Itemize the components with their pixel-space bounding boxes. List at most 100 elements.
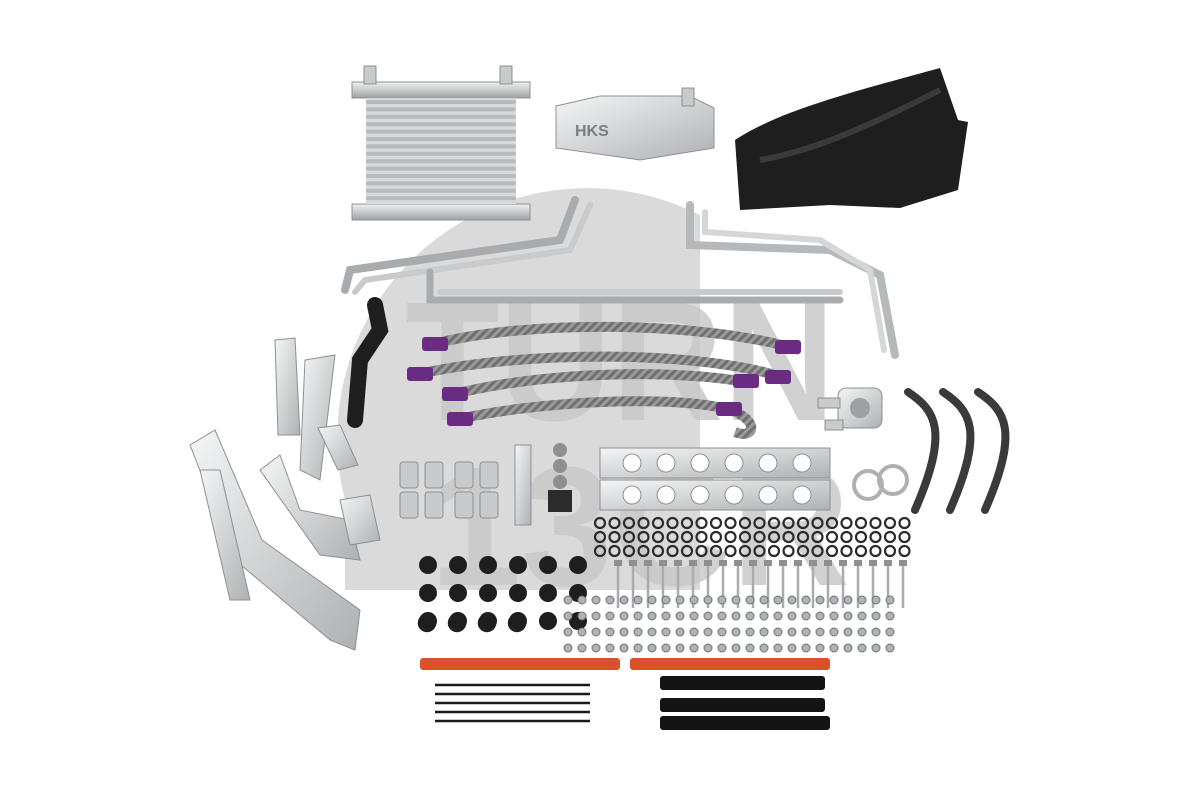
bolt-head (854, 560, 862, 566)
nut (563, 611, 573, 621)
washer (883, 544, 897, 558)
grommet (569, 556, 587, 574)
washer (796, 544, 810, 558)
washer (709, 544, 723, 558)
washer (811, 544, 824, 558)
orange-sleeves (420, 658, 830, 670)
bolt-head (719, 560, 727, 566)
nut (647, 627, 657, 637)
nut (661, 627, 671, 637)
plate-hole (690, 453, 710, 473)
nut (661, 611, 671, 621)
nut (871, 627, 881, 637)
nut (787, 611, 797, 621)
nut (717, 643, 727, 653)
nut (829, 595, 839, 605)
washer (767, 530, 781, 544)
washer (637, 516, 650, 530)
plate-hole (690, 485, 710, 505)
plate-hole (656, 453, 676, 473)
bolt-head (629, 560, 637, 566)
nut (801, 643, 811, 653)
felt-tape (660, 676, 830, 730)
nut (675, 643, 685, 653)
washer (811, 516, 824, 530)
nut (773, 627, 783, 637)
grommet (449, 584, 467, 602)
washer (825, 516, 839, 530)
nut (857, 595, 867, 605)
bolt-head (614, 560, 622, 566)
bolt-head (659, 560, 667, 566)
cooler-fin (366, 181, 516, 186)
bolt-head (644, 560, 652, 566)
washer (709, 516, 723, 530)
washer (840, 544, 853, 558)
nut (843, 595, 853, 605)
cooler-fin (366, 188, 516, 193)
nut (661, 643, 671, 653)
washer (854, 544, 868, 558)
rubber-hose (347, 297, 389, 428)
washer (593, 530, 607, 544)
nut (731, 627, 741, 637)
bolt-head (674, 560, 682, 566)
grommet (539, 612, 557, 630)
washer (651, 516, 665, 530)
washer (622, 544, 636, 558)
washer (869, 544, 882, 558)
nut (675, 595, 685, 605)
cooler-fin (366, 174, 516, 178)
nut (885, 611, 895, 621)
nut (829, 627, 839, 637)
washer (811, 530, 824, 544)
cooler-fin (366, 196, 516, 201)
washer (753, 516, 766, 530)
oil-cooler (351, 65, 531, 221)
spacer (479, 491, 499, 519)
hks-tank: HKS (555, 87, 715, 161)
grommet (449, 556, 467, 574)
nut (675, 627, 685, 637)
nut (563, 627, 573, 637)
nut (703, 627, 713, 637)
washer (622, 530, 636, 544)
plate-hole (724, 485, 744, 505)
nut (871, 643, 881, 653)
nut (787, 643, 797, 653)
grommet (509, 584, 527, 602)
washer (724, 544, 737, 558)
plate-hole (656, 485, 676, 505)
nut (857, 643, 867, 653)
nut (647, 611, 657, 621)
grommet (509, 556, 527, 574)
nut (633, 611, 643, 621)
spacer (424, 491, 444, 519)
grommet (419, 584, 437, 602)
nut (689, 643, 699, 653)
nut (745, 627, 755, 637)
washer (869, 516, 882, 530)
hks-logo: HKS (575, 123, 609, 140)
washer (854, 516, 868, 530)
nut (619, 643, 629, 653)
nut (745, 595, 755, 605)
cooler-fin (366, 151, 516, 156)
nut (633, 595, 643, 605)
washer (709, 530, 723, 544)
nut (801, 595, 811, 605)
cooler-fin (366, 129, 516, 134)
washer (753, 530, 766, 544)
nut (759, 611, 769, 621)
nut (717, 611, 727, 621)
spacer (479, 461, 499, 489)
cooler-fin (366, 166, 516, 171)
spacer (399, 461, 419, 489)
nut (619, 595, 629, 605)
washer (608, 530, 621, 544)
nut (801, 627, 811, 637)
bolt-head (869, 560, 877, 566)
nut (745, 643, 755, 653)
bolt-head (794, 560, 802, 566)
